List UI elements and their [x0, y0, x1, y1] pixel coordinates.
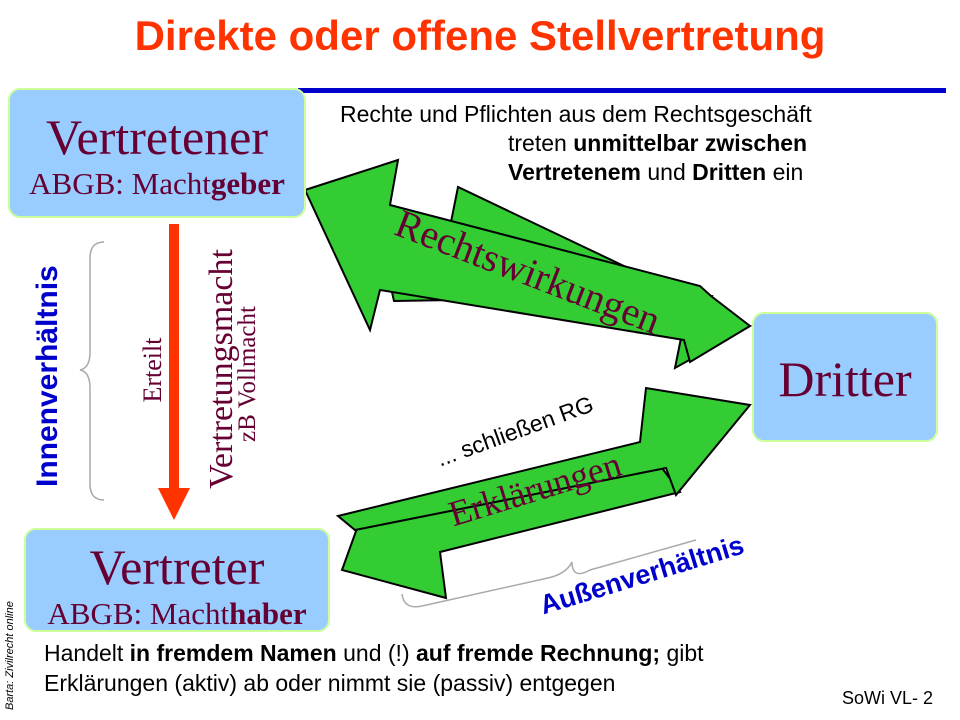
bottom-p1: Handelt	[44, 640, 130, 666]
dritter-box: Dritter	[752, 312, 938, 442]
vertretener-box: Vertretener ABGB: Machtgeber	[8, 88, 306, 218]
vertreter-box: Vertreter ABGB: Machthaber	[24, 528, 330, 632]
desc-line-2a: treten	[508, 130, 574, 156]
rechtswirkungen-arrow-body	[303, 158, 752, 364]
bottom-line-2: Erklärungen (aktiv) ab oder nimmt sie (p…	[44, 670, 616, 696]
vertretener-sub-prefix: ABGB: Macht	[29, 166, 211, 201]
desc-line-2b: unmittelbar zwischen	[573, 130, 808, 156]
bottom-p2: in fremdem Namen	[129, 640, 337, 666]
innenverhaeltnis-label: Innenverhältnis	[31, 265, 64, 487]
desc-line-1: Rechte und Pflichten aus dem Rechtsgesch…	[340, 101, 812, 127]
desc-line-3: Vertretenem und Dritten ein	[340, 158, 950, 187]
vertretener-sub-bold: geber	[210, 166, 285, 201]
bottom-p3: und (!)	[336, 640, 416, 666]
vertreter-subtitle: ABGB: Machthaber	[26, 598, 328, 629]
innen-brace	[79, 241, 105, 501]
page-title: Direkte oder offene Stellvertretung	[134, 12, 826, 59]
title-underline	[298, 88, 946, 93]
vertreter-sub-prefix: ABGB: Macht	[47, 596, 230, 631]
rechtswirkungen-description: Rechte und Pflichten aus dem Rechtsgesch…	[340, 100, 950, 187]
aussen-brace	[401, 539, 697, 608]
vertreter-title: Vertreter	[89, 539, 265, 595]
vertretener-title: Vertretener	[45, 109, 269, 165]
erklaerungen-arrow	[335, 386, 752, 600]
vertretungsmacht-arrow	[158, 224, 190, 520]
bottom-p5: gibt	[660, 640, 704, 666]
desc-line-3b: und	[640, 159, 693, 185]
desc-line-3c: Dritten	[692, 159, 767, 185]
desc-line-2: treten unmittelbar zwischen	[340, 129, 950, 158]
bottom-line-1: Handelt in fremdem Namen und (!) auf fre…	[44, 638, 844, 668]
bottom-p4: auf fremde Rechnung;	[416, 640, 661, 666]
vertretener-subtitle: ABGB: Machtgeber	[10, 168, 304, 199]
zb-vollmacht-label: zB Vollmacht	[234, 306, 261, 442]
vertreter-description: Handelt in fremdem Namen und (!) auf fre…	[44, 638, 844, 698]
rechtswirkungen-arrow	[303, 158, 753, 370]
desc-line-3d: ein	[766, 159, 804, 185]
erklaerungen-arrow-body	[335, 386, 752, 532]
erteilt-label: Erteilt	[138, 337, 167, 403]
footer-slide-number: SoWi VL- 2	[842, 688, 934, 708]
dritter-title: Dritter	[778, 351, 912, 407]
footer-source: Barta: Zivilrecht online	[4, 601, 16, 710]
vertreter-sub-bold: haber	[229, 596, 307, 631]
desc-line-3a: Vertretenem	[508, 159, 641, 185]
